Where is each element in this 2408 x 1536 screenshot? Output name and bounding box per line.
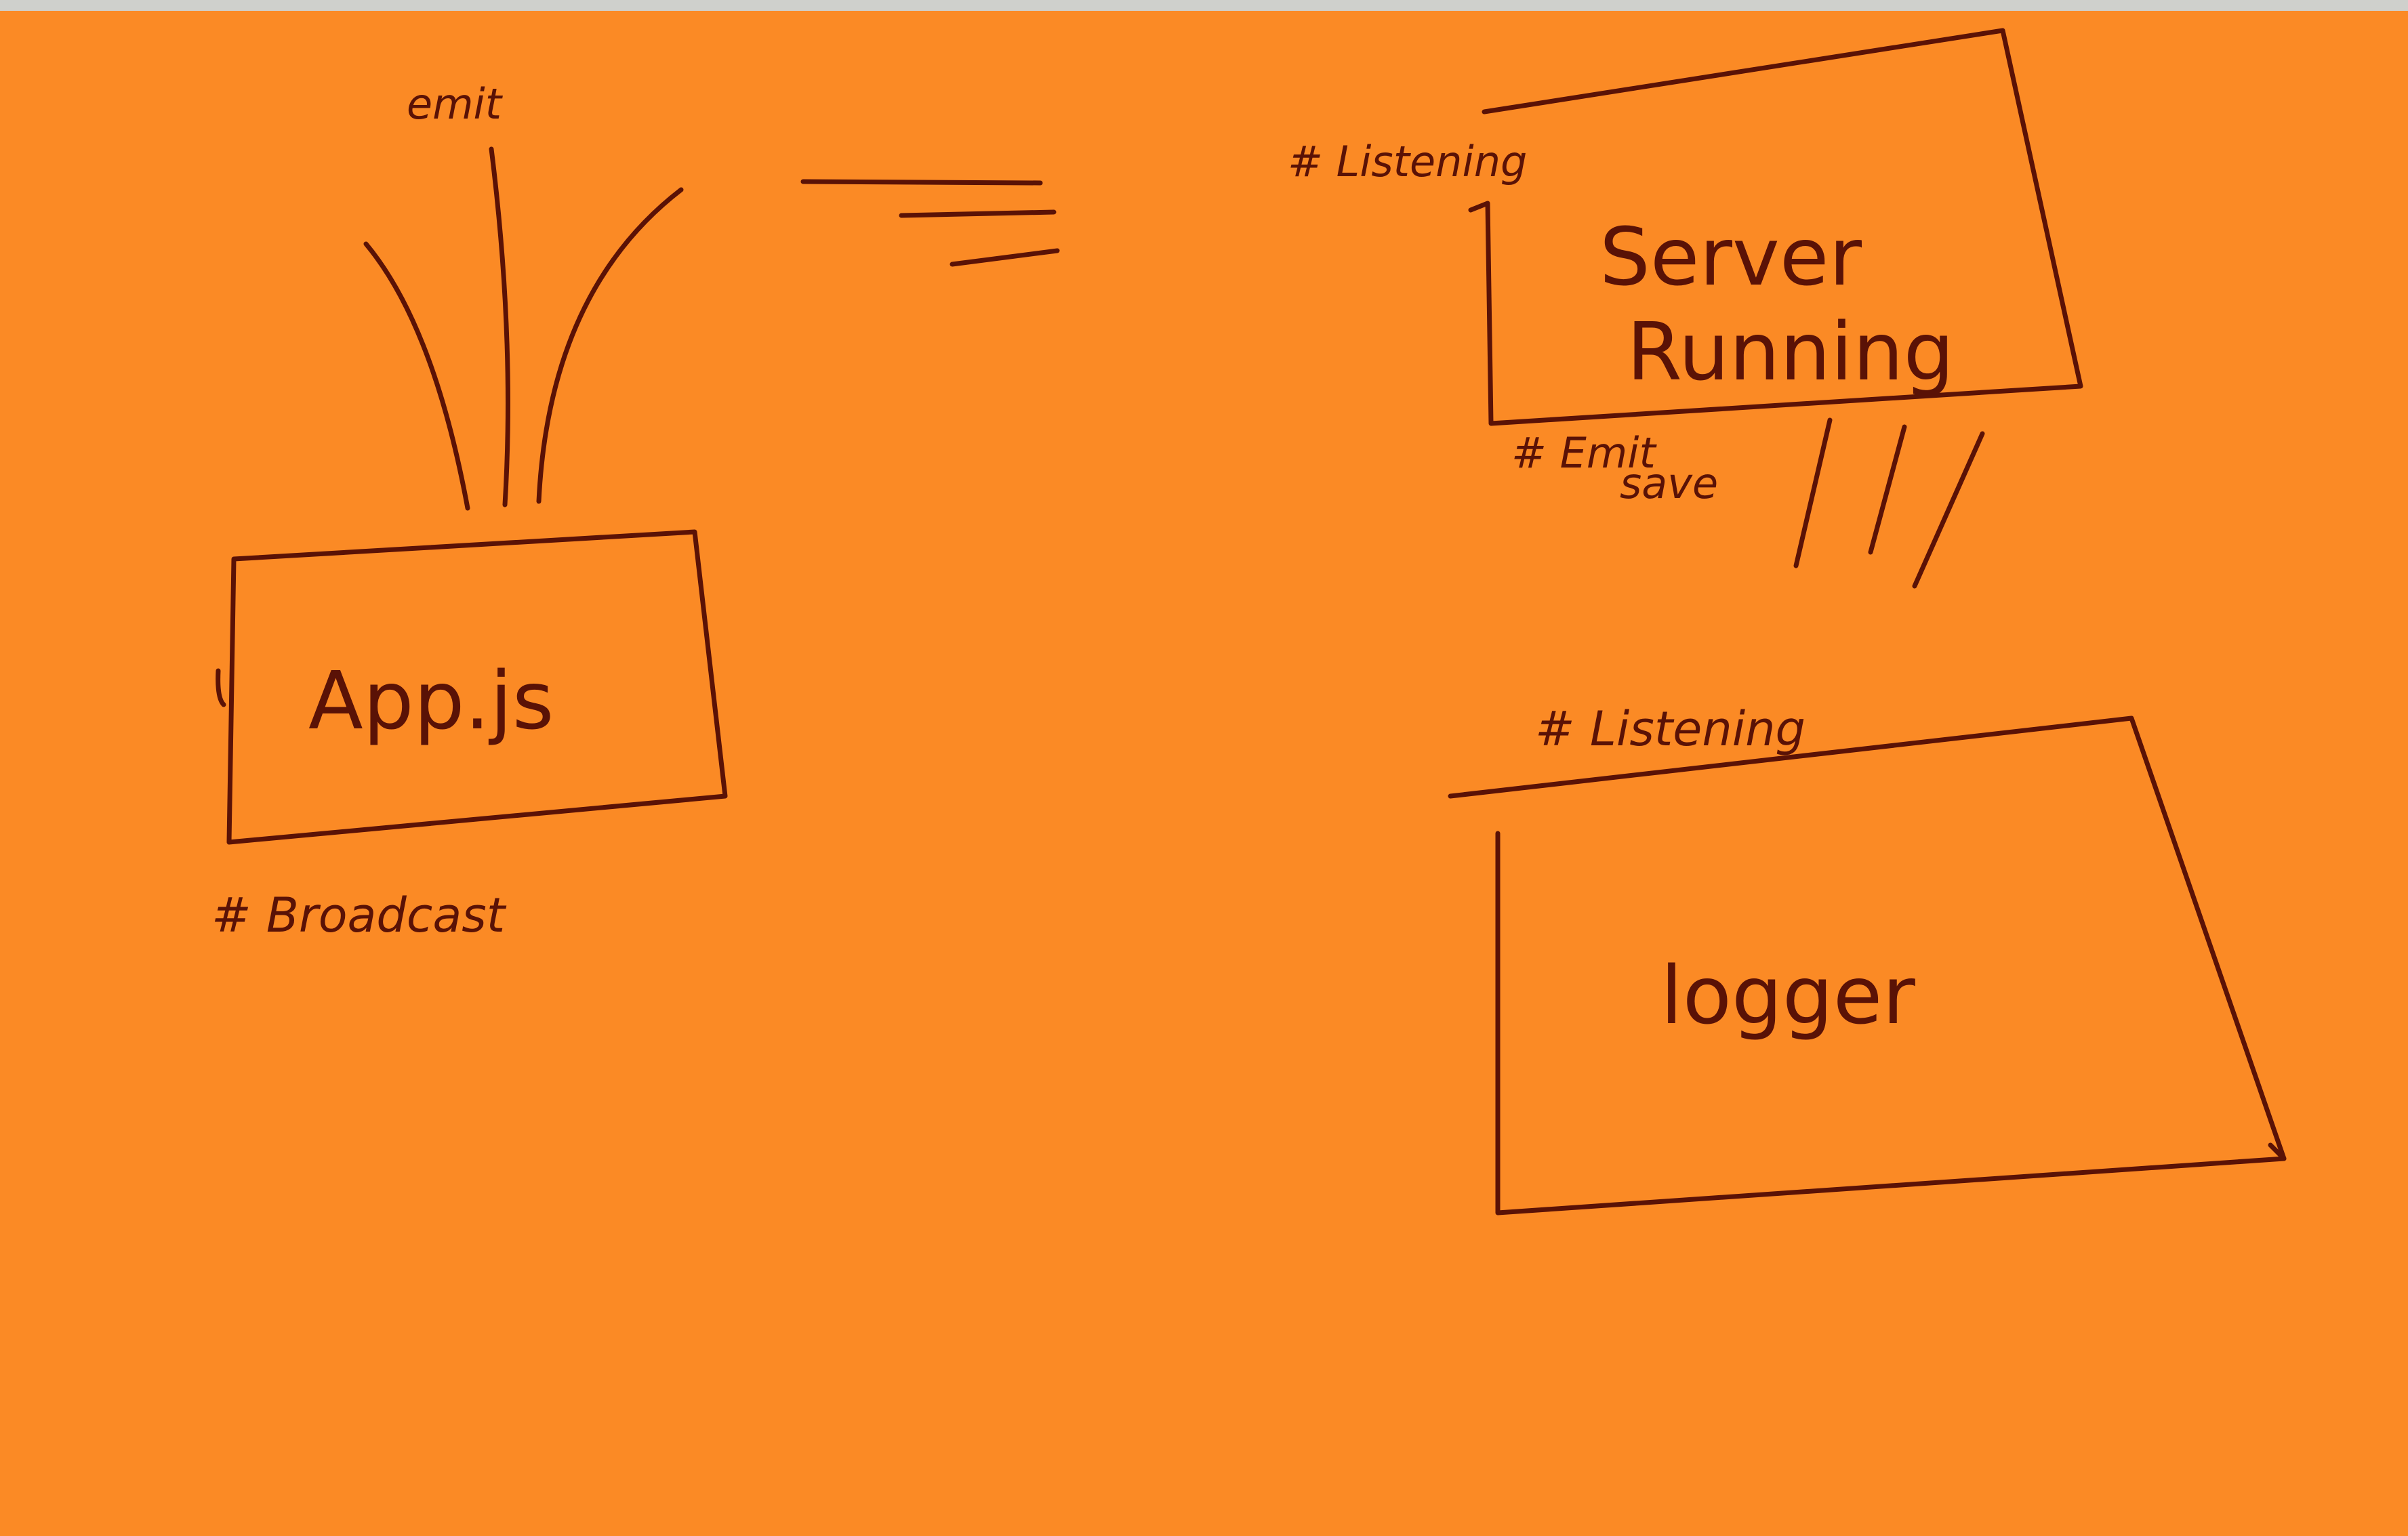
signal-line-2: [899, 209, 1057, 218]
server-node: Server Running # Listening # Emit save: [1288, 28, 2083, 508]
app-node: App.js # Broadcast: [211, 529, 728, 943]
app-emit-arrows: emit: [363, 79, 684, 511]
broadcast-signal: [800, 179, 1060, 267]
server-tag-save: save: [1620, 459, 1718, 508]
server-tag-top: # Listening: [1288, 137, 1527, 186]
signal-line-3: [950, 248, 1060, 267]
emit-save-signal: [1793, 417, 1985, 589]
app-node-label: App.js: [308, 654, 554, 747]
server-box-outline: [1468, 28, 2083, 426]
signal-line-1: [800, 179, 1043, 186]
emit-line-middle: [489, 146, 510, 507]
save-line-3: [1912, 431, 1985, 589]
server-node-label-line2: Running: [1627, 305, 1955, 398]
emit-line-left: [363, 241, 470, 511]
app-box-outline: [216, 529, 728, 845]
logger-node-label: logger: [1660, 949, 1915, 1042]
save-line-1: [1793, 417, 1833, 568]
emit-label: emit: [407, 79, 504, 129]
logger-node: logger # Listening: [1448, 701, 2287, 1216]
logger-box-corner: [2268, 1142, 2287, 1161]
server-tag-emit: # Emit: [1511, 428, 1657, 478]
emit-line-right: [536, 187, 684, 504]
top-strip: [0, 0, 2408, 11]
logger-tag: # Listening: [1535, 701, 1805, 757]
app-node-tag: # Broadcast: [211, 888, 507, 943]
save-line-2: [1868, 424, 1907, 555]
server-node-label-line1: Server: [1599, 210, 1862, 304]
